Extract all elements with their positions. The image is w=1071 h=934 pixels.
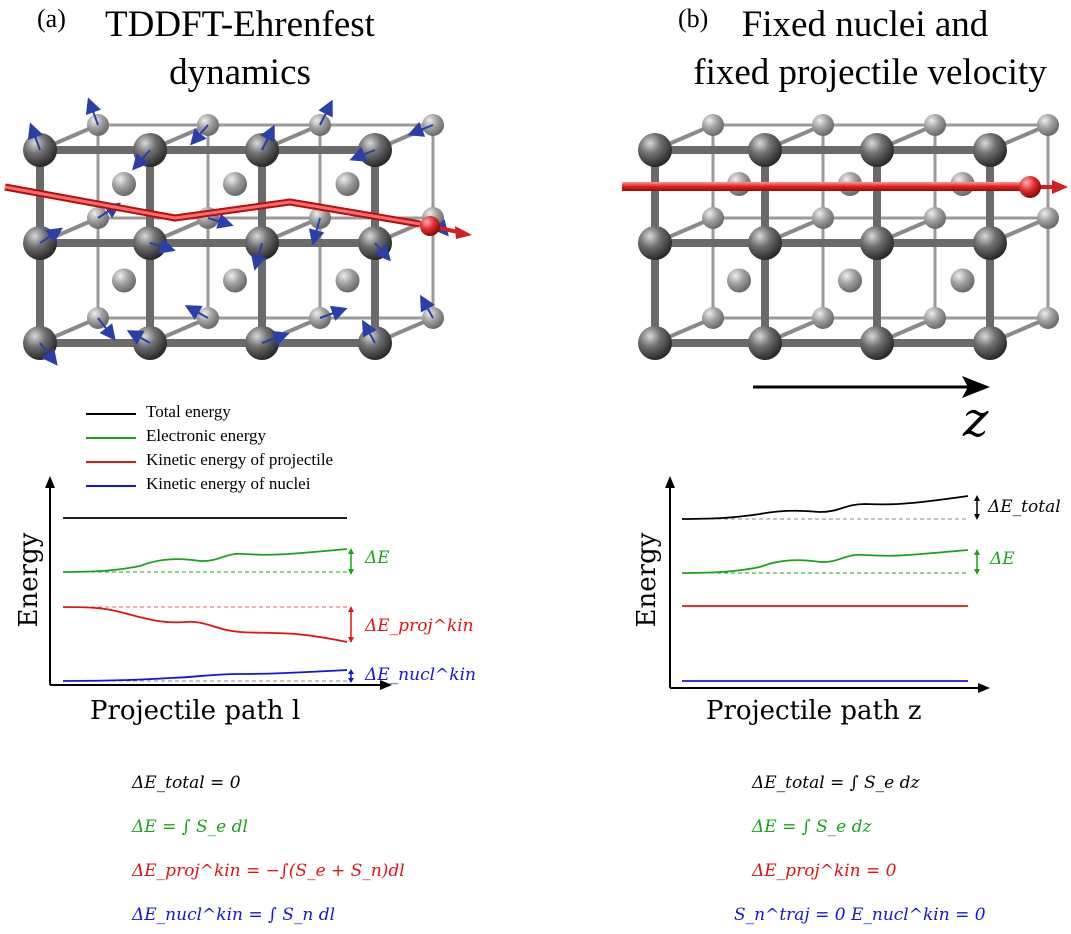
eq-a-total: ΔE_total = 0 [132,773,241,793]
z-arrow-head [962,376,990,398]
plot-a-electronic-delta-label: ΔE [365,548,390,568]
z-direction-label: z [963,392,989,448]
plot-a-y-axis-head [45,476,55,488]
plot-a-electronic-curve [62,548,348,573]
plot-a-x-axis-head [380,680,392,690]
lattice-b [622,114,1068,360]
panel-b-title-line2: fixed projectile velocity [693,52,1047,93]
plot-a-projectile-delta-label: ΔE_proj^kin [365,616,474,636]
panel-b-title-line1: Fixed nuclei and [741,4,989,45]
legend-label-electronic: Electronic energy [146,426,267,445]
plot-b-electronic-curve [681,549,969,574]
legend-swatch-total [86,413,136,415]
plot-b-total-curve [681,495,969,520]
lattice-front-atoms [638,133,1007,360]
legend-item-projectile: Kinetic energy of projectile [80,450,410,474]
legend-swatch-electronic [86,437,136,439]
eq-b-electronic: ΔE = ∫ S_e dz [752,817,872,837]
plot-b-x-label: Projectile path z [706,696,922,726]
legend-label-total: Total energy [146,402,231,421]
eq-b-nuclei: S_n^traj = 0 E_nucl^kin = 0 [734,905,986,925]
panel-a-title-line1: TDDFT-Ehrenfest [105,4,375,45]
panel-b-label: (b) [678,4,709,33]
plot-a-y-label: Energy [14,532,44,628]
eq-a-nuclei: ΔE_nucl^kin = ∫ S_n dl [132,905,336,925]
eq-b-total: ΔE_total = ∫ S_e dz [752,773,920,793]
plot-a-projectile-curve [62,606,348,643]
lattice-illustrations [4,97,1068,398]
panel-a-title-line2: dynamics [169,52,311,93]
legend-label-projectile: Kinetic energy of projectile [146,450,334,469]
projectile-a [420,216,440,236]
plot-a-nuclei-delta-label: ΔE_nucl^kin [365,665,476,685]
legend-item-nuclei: Kinetic energy of nuclei [80,474,410,498]
energy-plot-a [45,476,392,690]
plot-b-total-delta-label: ΔE_total [988,497,1061,517]
eq-a-electronic: ΔE = ∫ S_e dl [132,817,248,837]
energy-plot-b [665,476,990,693]
eq-b-projectile: ΔE_proj^kin = 0 [752,861,897,881]
plot-b-y-label: Energy [632,532,662,628]
lattice-a [4,97,472,366]
plot-a-electronic-delta-heads [348,548,354,575]
plot-b-electronic-delta-heads [974,549,980,575]
plot-b-total-delta-heads [974,495,980,520]
nuclei-velocity-arrows [27,97,449,366]
projectile-path-b [622,176,1068,198]
plot-b-y-axis-head [665,476,675,488]
plot-a-x-label: Projectile path l [90,696,301,726]
projectile-path-a [4,183,472,239]
legend: Total energy Electronic energy Kinetic e… [80,402,410,498]
projectile-b [1019,176,1041,198]
legend-swatch-nuclei [86,485,136,487]
plot-a-nuclei-delta-heads [348,669,354,683]
plot-a-nuclei-curve [62,669,348,682]
legend-label-nuclei: Kinetic energy of nuclei [146,474,311,493]
legend-swatch-projectile [86,461,136,463]
eq-a-projectile: ΔE_proj^kin = −∫(S_e + S_n)dl [132,861,405,881]
legend-item-electronic: Electronic energy [80,426,410,450]
legend-item-total: Total energy [80,402,410,426]
plot-b-x-axis-head [978,683,990,693]
plot-b-electronic-delta-label: ΔE [990,549,1015,569]
panel-a-label: (a) [37,4,66,33]
